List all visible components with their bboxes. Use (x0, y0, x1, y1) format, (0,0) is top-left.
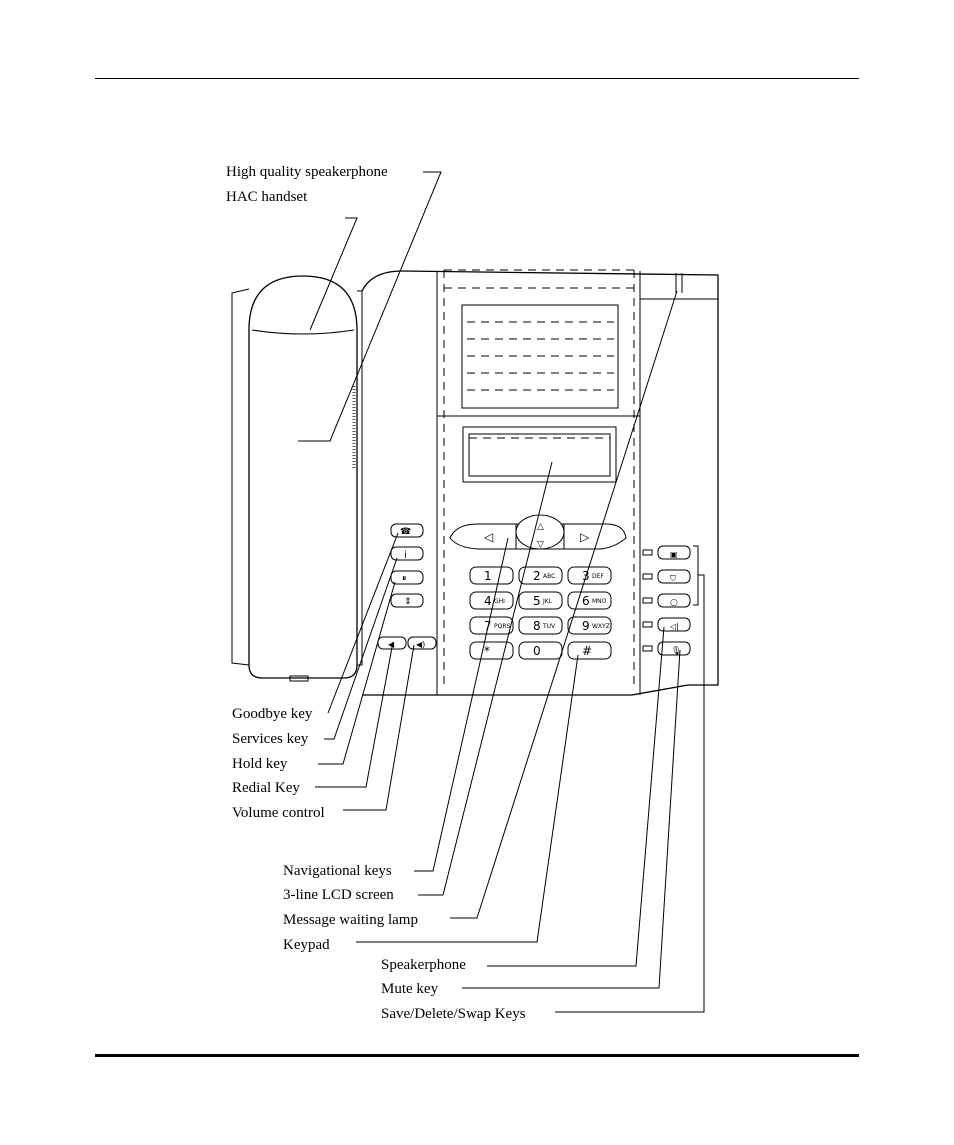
keypad-letters: MNO (592, 598, 607, 605)
lamp (642, 549, 653, 556)
hold-icon: ⏸ (402, 574, 407, 584)
save-icon: ▣ (670, 550, 678, 559)
label-navigational-keys: Navigational keys (283, 863, 392, 879)
phone-body (361, 269, 719, 696)
keypad-key[interactable] (469, 566, 514, 585)
left-function-keys: ☎ i ⏸ ⇕ ◀ ◀) (377, 523, 437, 650)
label-card (461, 304, 619, 409)
keypad-key[interactable] (469, 641, 514, 660)
redial-icon: ⇕ (404, 597, 412, 607)
info-icon: i (404, 550, 407, 561)
arrow-right-icon[interactable]: ▷ (580, 530, 590, 544)
label-hold-key: Hold key (232, 756, 288, 772)
volume-up-icon: ◀) (416, 640, 425, 649)
keypad-digit: 1 (484, 569, 492, 583)
keypad-letters: TUV (542, 623, 556, 630)
keypad-letters: DEF (592, 573, 604, 580)
keypad-digit: 4 (484, 594, 492, 608)
keypad-key[interactable] (469, 616, 514, 635)
keypad-letters: WXYZ (592, 623, 610, 630)
keypad-letters: ABC (543, 573, 555, 580)
label-redial-key: Redial Key (232, 780, 300, 796)
header-rule (95, 78, 859, 79)
label-save-delete-swap: Save/Delete/Swap Keys (381, 1006, 526, 1022)
lamp (642, 597, 653, 604)
label-hac-handset: HAC handset (226, 189, 308, 205)
keypad-digit: 0 (533, 644, 541, 658)
speaker-icon: ◁| (669, 622, 679, 631)
keypad-key[interactable] (567, 566, 612, 585)
label-speakerphone: Speakerphone (381, 957, 466, 973)
services-button[interactable] (390, 546, 424, 561)
lamp (642, 645, 653, 652)
lcd-screen (462, 426, 617, 483)
speaker-grille (352, 290, 363, 666)
footer-rule (95, 1054, 859, 1057)
lamp (642, 621, 653, 628)
volume-up-button[interactable] (407, 636, 437, 650)
label-goodbye-key: Goodbye key (232, 706, 313, 722)
keypad-letters: JKL (542, 598, 553, 605)
label-keypad: Keypad (283, 937, 330, 953)
arrow-up-icon[interactable]: △ (537, 522, 544, 532)
callout-lines (298, 171, 705, 1013)
volume-down-icon: ◀ (388, 640, 395, 649)
hold-button[interactable] (390, 570, 424, 585)
keypad-digit: 9 (582, 619, 590, 633)
right-function-keys: ▣ ⛉ ○ ◁| 🎙 (642, 545, 699, 656)
keypad-letters: GHI (494, 598, 505, 605)
mute-icon: 🎙 (671, 646, 681, 655)
mute-button[interactable] (657, 641, 691, 656)
keypad-key[interactable] (518, 566, 563, 585)
keypad-digit: 8 (533, 619, 541, 633)
keypad-digit: # (582, 644, 592, 658)
keypad-key[interactable] (567, 616, 612, 635)
keypad-key[interactable] (567, 591, 612, 610)
keypad-letters: PQRS (494, 623, 511, 630)
swap-button[interactable] (657, 593, 691, 608)
keypad-digit: 6 (582, 594, 590, 608)
keypad-digit: 5 (533, 594, 541, 608)
keypad-digit: 2 (533, 569, 541, 583)
label-lcd-screen: 3-line LCD screen (283, 887, 394, 903)
keypad-digit: * (484, 644, 490, 658)
redial-button[interactable] (390, 593, 424, 608)
arrow-down-icon[interactable]: ▽ (537, 540, 544, 550)
arrow-left-icon[interactable]: ◁ (483, 530, 493, 544)
swap-icon: ○ (670, 598, 678, 608)
keypad-key[interactable] (518, 591, 563, 610)
save-button[interactable] (657, 545, 691, 560)
delete-button[interactable] (657, 569, 691, 584)
label-speakerphone-hq: High quality speakerphone (226, 164, 388, 180)
navigation-keys[interactable]: ◁ ▷ △ ▽ (449, 514, 627, 550)
keypad-key[interactable] (518, 616, 563, 635)
lamp (642, 573, 653, 580)
speakerphone-button[interactable] (657, 617, 691, 632)
handset (231, 275, 358, 682)
label-volume-control: Volume control (232, 805, 325, 821)
label-mute-key: Mute key (381, 981, 439, 997)
goodbye-button[interactable] (390, 523, 424, 538)
delete-icon: ⛉ (670, 574, 676, 583)
label-message-waiting-lamp: Message waiting lamp (283, 912, 418, 928)
handset-down-icon: ☎ (400, 527, 411, 537)
keypad-key[interactable] (567, 641, 612, 660)
label-services-key: Services key (232, 731, 309, 747)
